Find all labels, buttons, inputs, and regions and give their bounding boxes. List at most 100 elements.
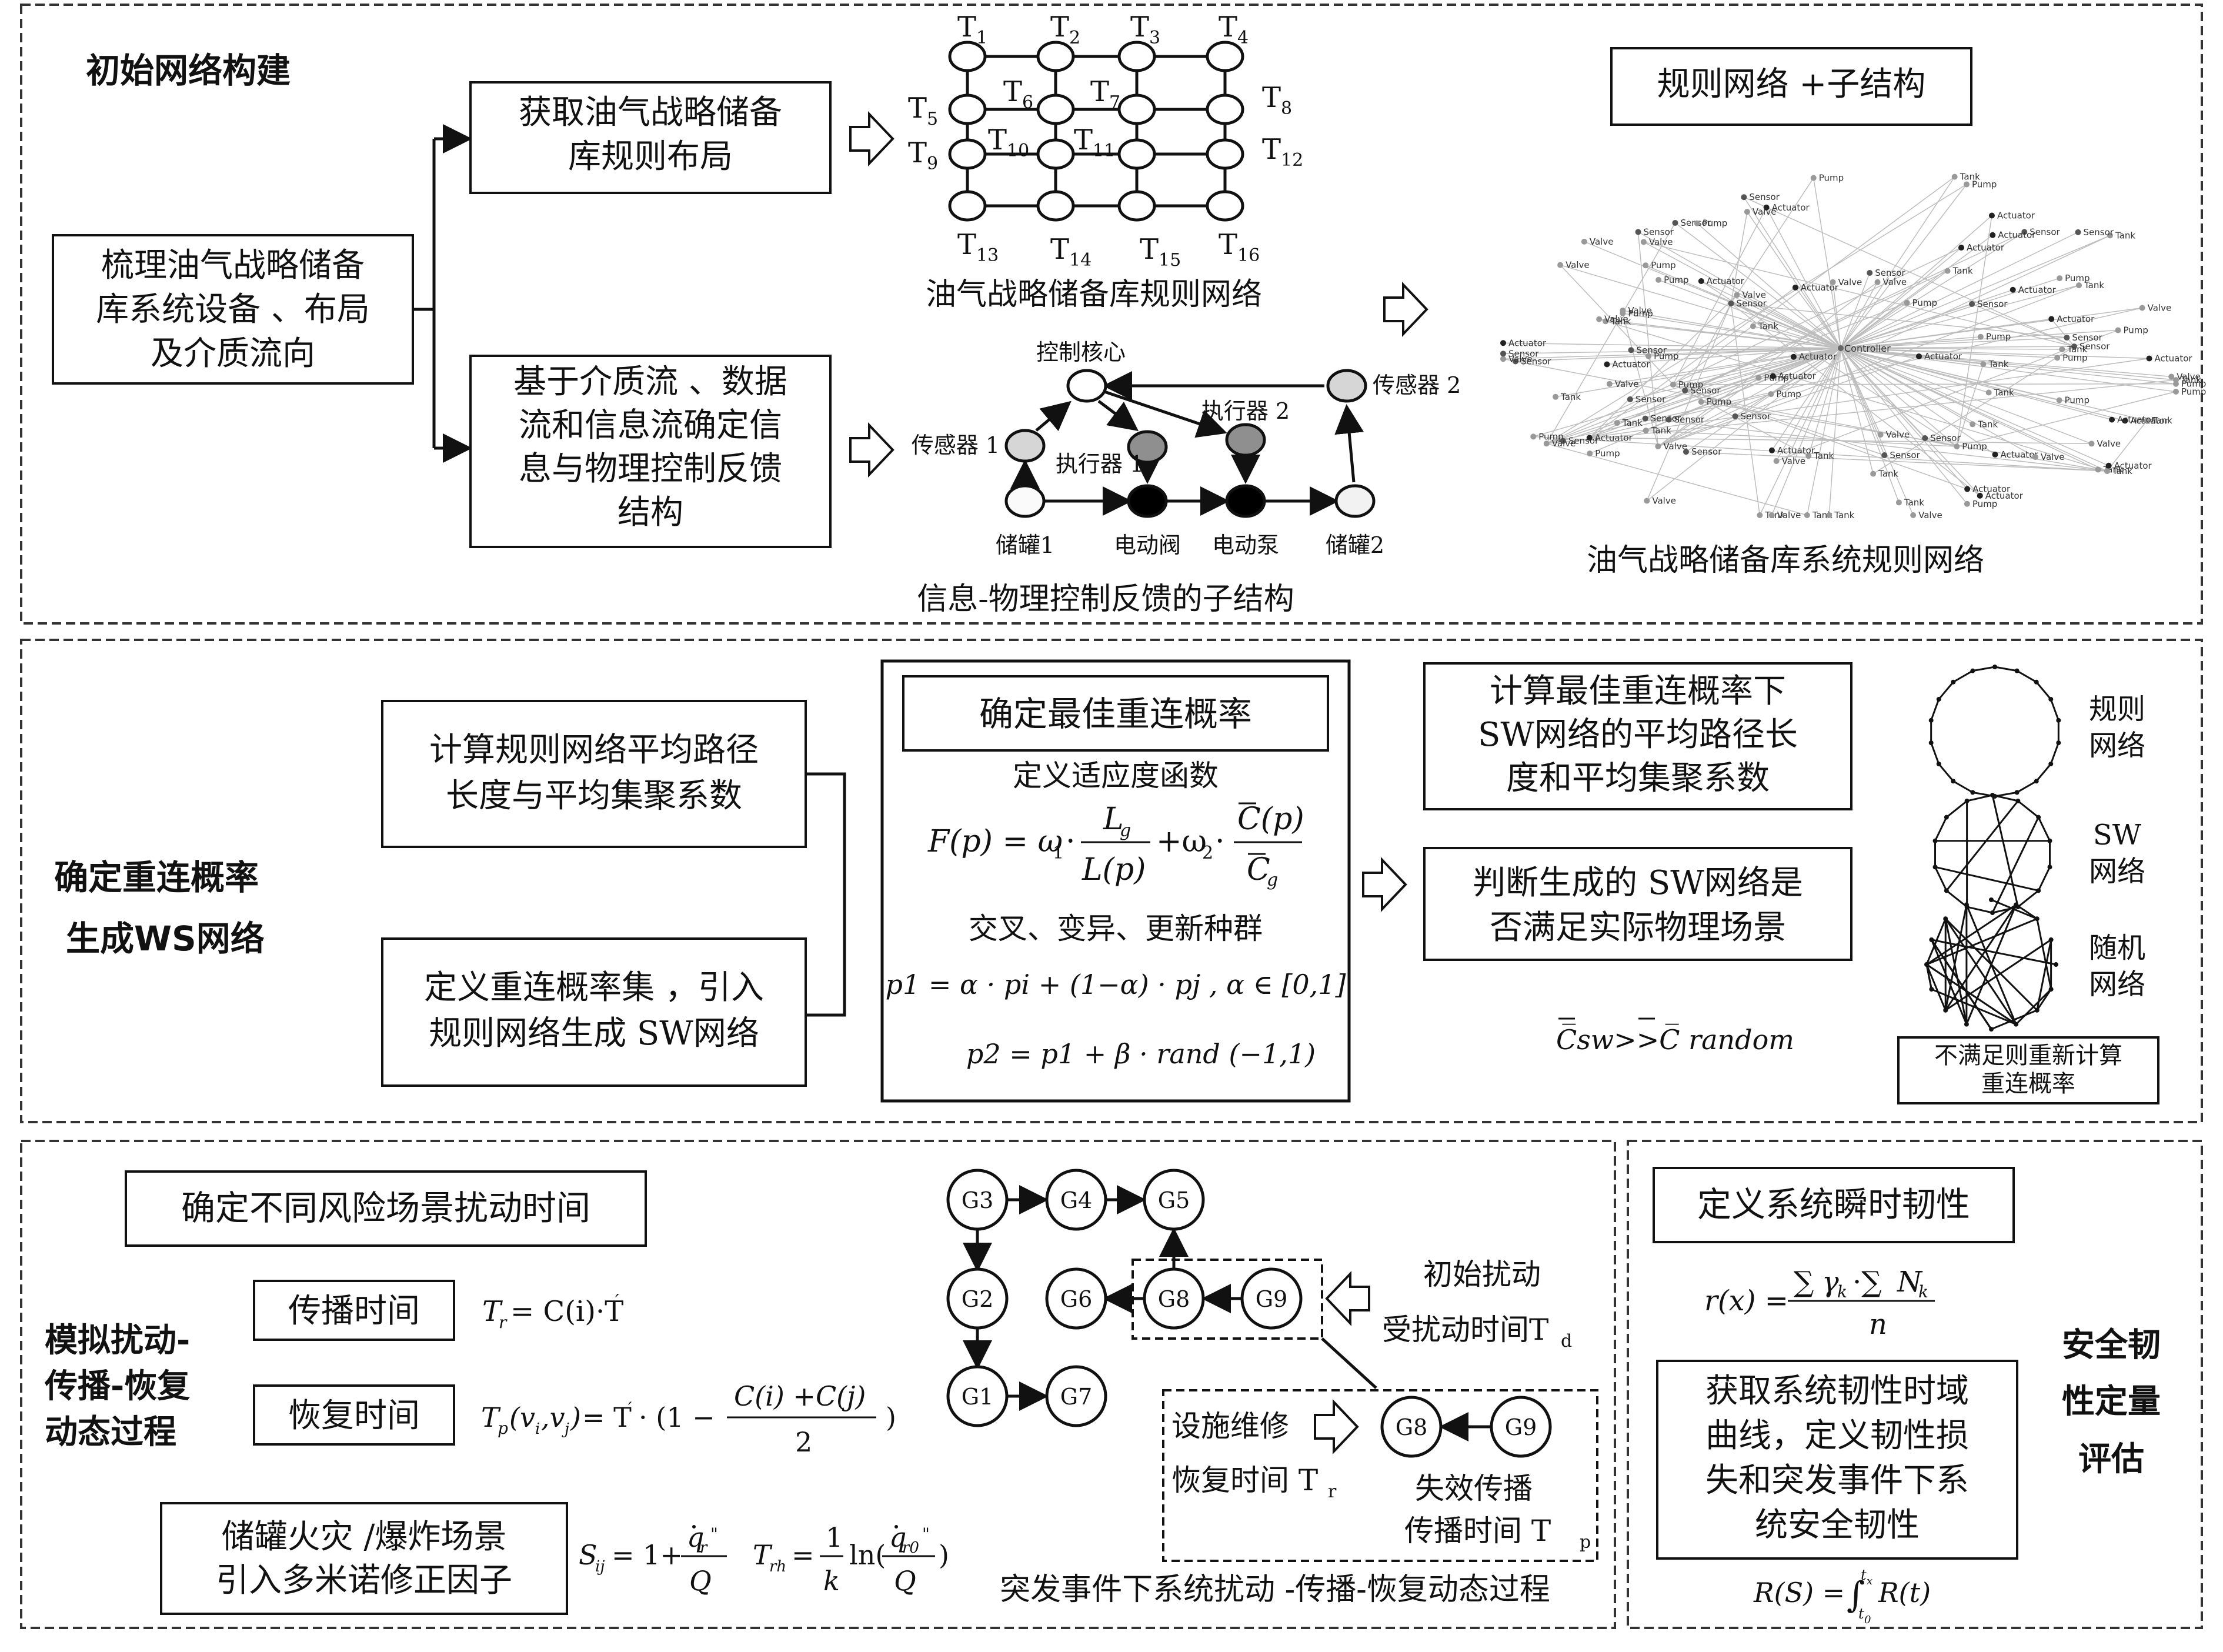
- grid-node: [1117, 41, 1156, 72]
- net-node: [1604, 361, 1610, 368]
- sw-node: [1932, 838, 1938, 843]
- node-g7: [1045, 1365, 1107, 1427]
- net-node-label: Sensor: [1690, 385, 1721, 396]
- net-node: [1500, 351, 1506, 357]
- net-edge: [1795, 287, 1841, 349]
- net-edge: [1813, 178, 1841, 349]
- net-edge: [1840, 348, 1995, 455]
- net-node: [1768, 512, 1775, 518]
- net-node-label: Sensor: [1691, 446, 1722, 457]
- svg-text:·: ·: [1066, 824, 1076, 859]
- net-node: [1954, 443, 1960, 450]
- net-edge: [1840, 285, 2080, 349]
- sw-shortcut: [1935, 866, 2039, 892]
- net-edge: [1807, 348, 1841, 516]
- label-valve: 电动阀: [1114, 532, 1181, 558]
- net-node: [1963, 181, 1970, 188]
- label-g4: G4: [1060, 1187, 1093, 1213]
- net-edge: [1673, 384, 1968, 490]
- net-node-label: Tank: [1904, 497, 1924, 508]
- net-node-label: Actuator: [1924, 351, 1962, 362]
- box-prop-time-label: 传播时间: [288, 1292, 420, 1330]
- net-node-label: Pump: [2062, 352, 2087, 363]
- net-node-label: Pump: [1972, 179, 1997, 190]
- net-node-label: Actuator: [2117, 415, 2155, 425]
- sw-edge: [2017, 800, 2040, 818]
- grid-label-index: 5: [927, 109, 938, 129]
- net-node: [1640, 239, 1647, 245]
- grid-node: [1036, 190, 1075, 222]
- svg-text:p: p: [498, 1419, 508, 1438]
- net-edge: [1589, 287, 1796, 438]
- grid-node: [948, 94, 987, 125]
- node-g8-failed: [1380, 1396, 1443, 1458]
- net-node-label: Valve: [1753, 206, 1777, 217]
- net-node-label: Pump: [1664, 275, 1688, 285]
- net-node: [2059, 346, 2065, 353]
- svg-text:Q: Q: [894, 1565, 916, 1597]
- svg-text:,v: ,v: [541, 1401, 565, 1433]
- net-node-label: Valve: [1604, 314, 1628, 325]
- net-edge: [1546, 379, 2177, 444]
- panel3-caption: 突发事件下系统扰动 -传播-恢复动态过程: [1000, 1572, 1550, 1607]
- box-calc-sw: [1423, 662, 1852, 810]
- net-node: [1881, 452, 1888, 458]
- svg-text:": ": [922, 1524, 930, 1544]
- box-regular-plus-sub-label: 规则网络 +子结构: [1657, 65, 1926, 104]
- net-edge: [1956, 215, 1992, 447]
- box-recover-time: [253, 1384, 455, 1446]
- sw-node: [2036, 815, 2041, 820]
- grid-node: [1206, 41, 1244, 72]
- net-edge: [1840, 348, 2092, 445]
- node-valve: [1127, 484, 1168, 518]
- random-network: [1924, 897, 2058, 1032]
- edge-sensor1-core: [1035, 401, 1072, 432]
- box-structure-line2: 流和信息流确定信: [519, 406, 782, 445]
- net-edge: [1607, 348, 1841, 365]
- sw-node: [1990, 910, 1995, 915]
- net-node-label: Tank: [2181, 375, 2201, 385]
- net-node: [1750, 323, 1756, 329]
- label-sensor2: 传感器 2: [1373, 372, 1461, 398]
- panel4-title-line3: 评估: [2078, 1440, 2144, 1479]
- net-node: [2173, 388, 2179, 395]
- net-edge: [1840, 282, 1878, 349]
- ring-node: [1936, 762, 1941, 766]
- net-edge: [1546, 348, 1841, 444]
- net-edge: [1685, 451, 2107, 472]
- random-edge: [2036, 918, 2052, 990]
- box-calc-regular-line1: 计算规则网络平均路径: [429, 731, 759, 769]
- panel3-title-line3: 动态过程: [45, 1413, 176, 1451]
- box-calc-sw-line2: SW网络的平均路径长: [1478, 716, 1798, 754]
- net-node-label: Sensor: [1890, 450, 1920, 460]
- clustering-condition: C̅sw>>C̅ random: [1556, 1023, 1794, 1056]
- node-g3: [946, 1169, 1009, 1231]
- grid-label-index: 4: [1237, 28, 1249, 48]
- sw-edge: [2017, 890, 2040, 908]
- ring-node: [2048, 697, 2054, 702]
- net-node-label: Pump: [1764, 372, 1788, 383]
- svg-text:x: x: [1867, 1575, 1872, 1587]
- box-best-prob: [902, 675, 1329, 752]
- random-node: [1924, 962, 1929, 967]
- net-edge: [1589, 393, 1771, 439]
- net-node-label: Valve: [1838, 277, 1862, 288]
- net-edge: [1685, 348, 1841, 452]
- net-edge: [1673, 207, 1767, 385]
- net-edge: [1589, 358, 2149, 439]
- ring-node: [2014, 668, 2020, 673]
- label-tank1: 储罐1: [996, 532, 1054, 558]
- net-edge: [1730, 212, 1748, 304]
- net-node-label: Sensor: [1875, 268, 1905, 278]
- ring-edge: [2035, 763, 2052, 782]
- random-node: [1964, 902, 1969, 907]
- node-tank2: [1334, 484, 1376, 518]
- net-node-label: Tank: [1834, 510, 1854, 520]
- net-node-label: Valve: [1742, 290, 1766, 301]
- ring-edge: [1938, 763, 1954, 782]
- net-node: [1763, 204, 1770, 211]
- net-node-label: Tank: [2084, 280, 2104, 291]
- net-node-label: Sensor: [2080, 341, 2110, 352]
- fitness-formula: F(p) = ω 1 · Lg L(p) +ω 2 · C(p) Cg: [927, 802, 1304, 890]
- svg-text:∑: ∑: [1794, 1266, 1814, 1299]
